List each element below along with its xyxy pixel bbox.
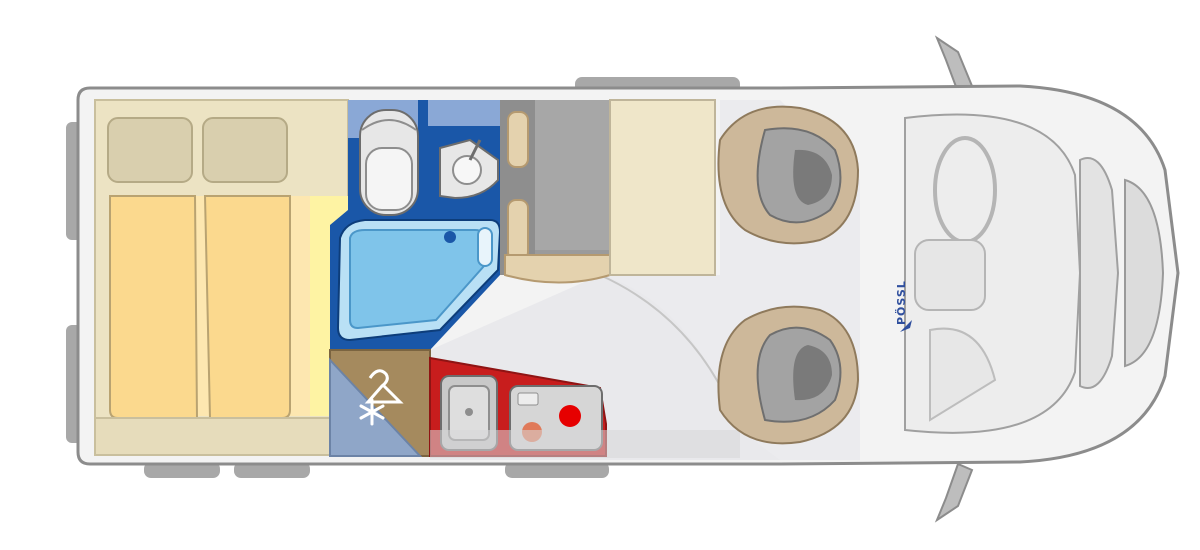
dinette-table: [609, 99, 716, 276]
wardrobe: [329, 349, 431, 457]
dash-panel: [929, 327, 997, 422]
brand-swoosh: [900, 320, 912, 332]
rear-bed: [94, 99, 349, 456]
mattress-left: [109, 195, 199, 419]
hanger-icon: [364, 369, 404, 404]
toilet-icon: [359, 109, 419, 216]
windshield: [1079, 157, 1120, 389]
washbasin-icon: [439, 138, 499, 200]
center-console: [914, 239, 986, 311]
bed-cushion: [107, 117, 193, 183]
bathroom: [330, 100, 502, 350]
snowflake-icon: [359, 398, 385, 426]
kitchen: [429, 356, 740, 458]
cab-seat-icon: [717, 305, 860, 445]
dinette: [500, 99, 716, 284]
stove-burner-icon: [517, 392, 539, 406]
counter-shadow: [430, 430, 740, 458]
mattress-right: [203, 195, 291, 419]
cab-seat-icon: [717, 105, 860, 245]
brand-logo: PÖSSL: [894, 280, 908, 325]
hood: [1124, 178, 1165, 368]
shower-tray-icon: [336, 219, 502, 342]
mirror-icon: [934, 35, 974, 94]
stove-burner-icon: [559, 405, 581, 427]
bed-cushion: [202, 117, 288, 183]
mirror-icon: [934, 462, 974, 523]
fridge: [329, 357, 423, 457]
